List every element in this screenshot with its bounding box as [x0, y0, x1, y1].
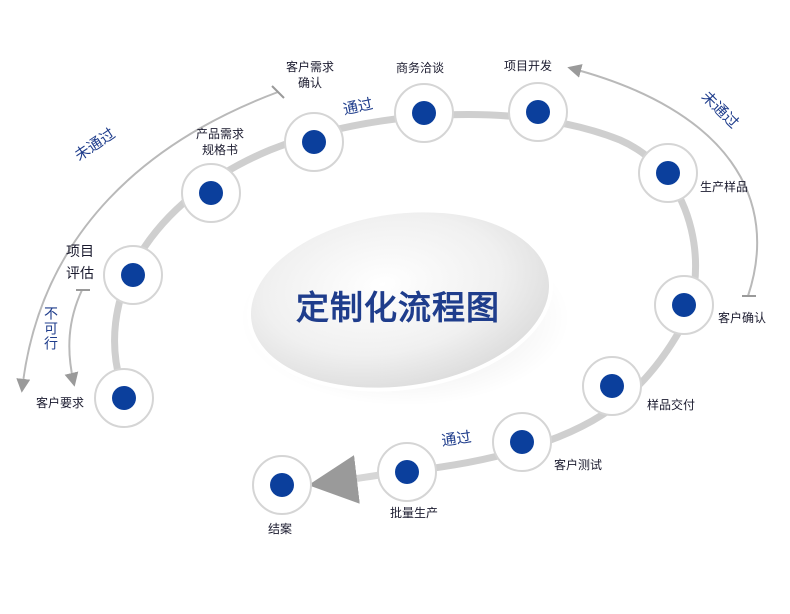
node-xiangmu-kaifa: [508, 82, 568, 142]
fail-left-tick: [271, 85, 285, 99]
fail-right-arrow: [567, 64, 759, 297]
center-ellipse: [246, 208, 554, 392]
node-chanpin-xuqiu: [181, 163, 241, 223]
label-yangpin-jiaofu: 样品交付: [647, 398, 696, 412]
node-kehu-xuqiu-queren: [284, 112, 344, 172]
node-piliang-shengchan: [377, 442, 437, 502]
label-kehu-yaoqiu: 客户要求: [36, 396, 85, 410]
label-kehu-xuqiu-queren: 客户需求 确认: [285, 60, 335, 90]
ring-to-close: [308, 455, 381, 504]
label-xiangmu-kaifa: 项目开发: [504, 59, 553, 73]
fail-left-arrow: [16, 91, 279, 393]
label-shangwu-qiatan: 商务洽谈: [396, 61, 445, 75]
not-feasible-arrow: [64, 289, 83, 387]
label-kehu-queren: 客户确认: [718, 311, 767, 325]
label-piliang-shengchan: 批量生产: [390, 506, 439, 520]
node-yangpin-jiaofu: [582, 356, 642, 416]
diagram-title: 定制化流程图: [296, 288, 500, 327]
node-xiangmu-pinggu: [103, 245, 163, 305]
label-jiean: 结案: [268, 522, 293, 536]
label-shengchan-yangpin: 生产样品: [700, 180, 749, 194]
node-jiean: [252, 455, 312, 515]
node-shangwu-qiatan: [394, 83, 454, 143]
flow-pass-bottom: 通过: [440, 427, 473, 450]
node-kehu-yaoqiu: [94, 368, 154, 428]
node-kehu-ceshi: [492, 412, 552, 472]
node-shengchan-yangpin: [638, 143, 698, 203]
label-xiangmu-pinggu: 项目 评估: [66, 244, 94, 282]
flow-not-feasible: 不可行: [42, 306, 58, 351]
node-kehu-queren: [654, 275, 714, 335]
label-kehu-ceshi: 客户测试: [554, 458, 603, 472]
label-chanpin-xuqiu: 产品需求 规格书: [195, 127, 245, 157]
